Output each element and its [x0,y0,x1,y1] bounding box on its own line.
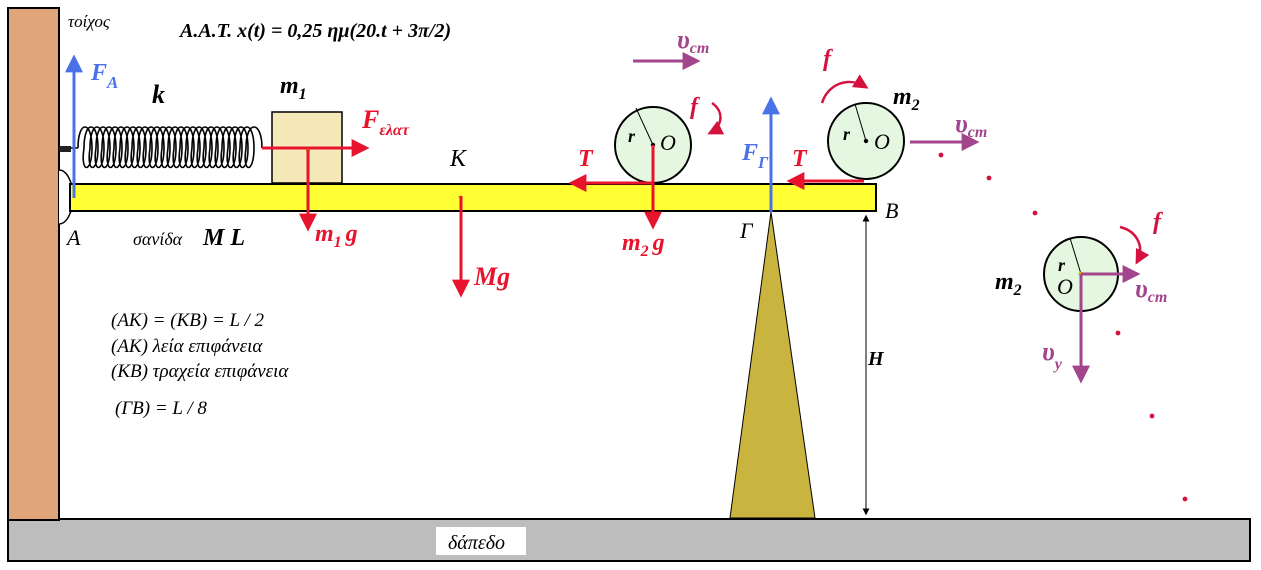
force-T2-label: T [792,146,808,172]
disk-3-r-label: r [1058,255,1066,275]
friction-f1-label: f [690,94,700,120]
velocity-vcm3-label: υcm [1135,274,1167,306]
spring-mount [59,146,71,152]
disk-1-O-label: O [660,130,676,155]
floor-label-box [436,527,526,555]
trajectory-dot [1115,330,1121,336]
trajectory-dots [938,152,1188,502]
disk-3-O-label: O [1057,274,1073,299]
board-name-label: σανίδα [133,229,183,249]
friction-f2-label: f [823,46,833,72]
note-line-3: (ΚΒ) τραχεία επιφάνεια [111,361,289,382]
disk-2-O-label: O [874,129,890,154]
trajectory-dot [938,152,944,158]
trajectory-dot [1149,413,1155,419]
disk-1-r-label: r [628,126,636,146]
note-line-1: (ΑΚ) = (ΚΒ) = L / 2 [111,310,265,331]
spring [71,126,272,169]
wall [7,7,60,521]
disk-3-mass-label: m2 [995,269,1022,299]
block-m1-label: m1 [280,73,307,103]
force-T1-label: T [578,146,594,172]
note-line-2: (ΑΚ) λεία επιφάνεια [111,336,263,357]
floor [7,518,1251,562]
disk-2-radius [854,103,867,142]
disk-2-mass-label: m2 [893,84,920,114]
force-FA-label: FA [90,60,118,92]
trajectory-dot [1032,210,1038,216]
friction-f3-label: f [1153,209,1163,235]
trajectory-dot [1182,496,1188,502]
velocity-vcm1-label: υcm [677,25,709,57]
force-Mg-label: Mg [473,262,510,291]
floor-label: δάπεδο [448,532,505,554]
height-label: H [867,348,885,370]
disk-1-radius [635,107,654,146]
disk-2-center [863,138,869,144]
spring-constant-label: k [152,80,165,109]
friction-f2-arc [820,74,869,104]
board [69,183,877,212]
equation-label: Α.Α.Τ. x(t) = 0,25 ημ(20.t + 3π/2) [178,20,451,42]
velocity-vy-label: υy [1042,337,1063,373]
point-A-label: Α [65,225,81,250]
note-line-4: (ΓΒ) = L / 8 [115,398,207,419]
point-K-label: Κ [449,146,468,172]
disk-3-radius [1069,237,1082,275]
force-Felat-label: Fελατ [361,105,410,139]
trajectory-dot [986,175,992,181]
point-B-label: Β [885,198,898,223]
support-wedge [729,211,816,519]
wall-label: τοίχος [68,12,110,31]
friction-f1-arc [707,101,725,135]
point-Gamma-label: Γ [739,218,754,243]
velocity-vcm2-label: υcm [955,109,987,141]
board-ML-label: M L [202,225,245,251]
force-FGamma-label: FΓ [741,140,769,172]
friction-f3-arc [1119,225,1150,265]
disk-2-r-label: r [843,124,851,144]
